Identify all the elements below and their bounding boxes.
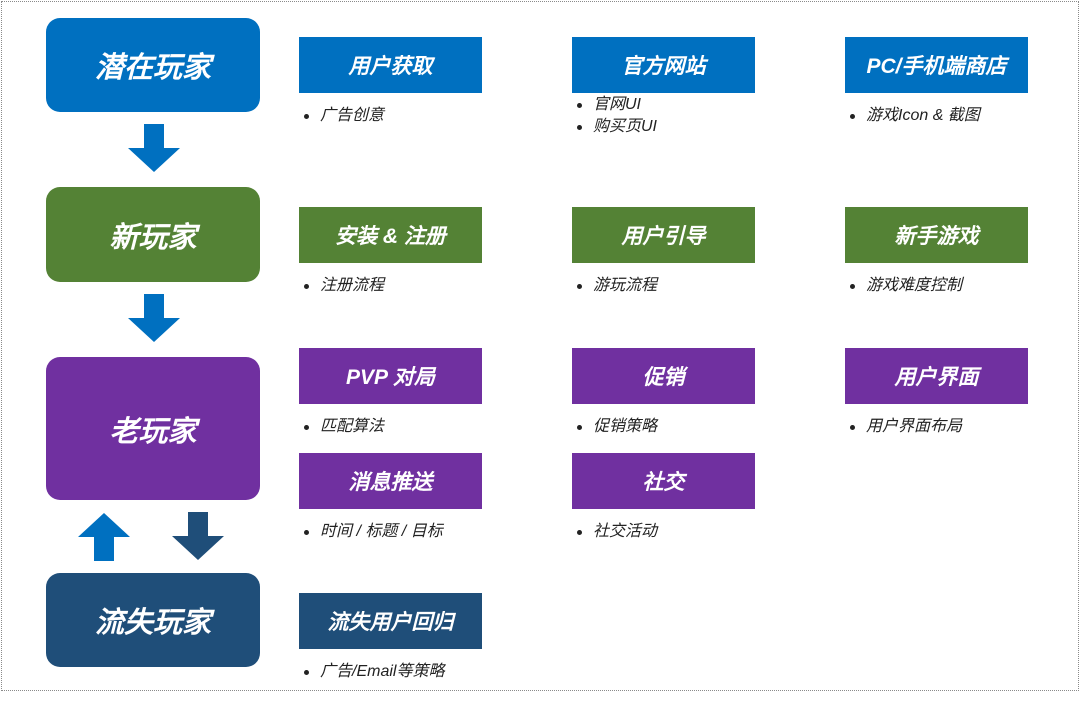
list-item: 匹配算法 <box>299 416 384 438</box>
list-user-interface: 用户界面布局 <box>845 416 962 438</box>
list-official-site: 官网UI 购买页UI <box>572 94 657 138</box>
header-tutorial-game: 新手游戏 <box>845 207 1028 263</box>
list-store: 游戏Icon & 截图 <box>845 105 980 127</box>
list-push: 时间 / 标题 / 目标 <box>299 521 443 543</box>
stage-potential-players: 潜在玩家 <box>46 18 260 112</box>
list-item: 社交活动 <box>572 521 657 543</box>
arrow-up-icon <box>78 513 130 561</box>
list-item: 游戏Icon & 截图 <box>845 105 980 127</box>
list-onboarding: 游玩流程 <box>572 275 657 297</box>
arrow-down-icon <box>128 294 180 342</box>
list-item: 时间 / 标题 / 目标 <box>299 521 443 543</box>
list-item: 游玩流程 <box>572 275 657 297</box>
header-push: 消息推送 <box>299 453 482 509</box>
header-install-register: 安装 & 注册 <box>299 207 482 263</box>
stage-veteran-players: 老玩家 <box>46 357 260 500</box>
list-item: 购买页UI <box>572 116 657 138</box>
list-promotion: 促销策略 <box>572 416 657 438</box>
arrow-down-icon <box>172 512 224 560</box>
list-item: 注册流程 <box>299 275 384 297</box>
list-item: 广告/Email等策略 <box>299 661 444 683</box>
header-user-interface: 用户界面 <box>845 348 1028 404</box>
list-item: 用户界面布局 <box>845 416 962 438</box>
list-item: 官网UI <box>572 94 657 116</box>
list-item: 促销策略 <box>572 416 657 438</box>
stage-new-players: 新玩家 <box>46 187 260 282</box>
stage-churned-players: 流失玩家 <box>46 573 260 667</box>
list-user-acquisition: 广告创意 <box>299 105 384 127</box>
header-social: 社交 <box>572 453 755 509</box>
list-tutorial-game: 游戏难度控制 <box>845 275 962 297</box>
arrow-down-icon <box>128 124 180 172</box>
diagram-frame <box>1 1 1079 691</box>
header-official-site: 官方网站 <box>572 37 755 93</box>
list-item: 游戏难度控制 <box>845 275 962 297</box>
list-item: 广告创意 <box>299 105 384 127</box>
header-user-acquisition: 用户获取 <box>299 37 482 93</box>
header-promotion: 促销 <box>572 348 755 404</box>
header-store: PC/手机端商店 <box>845 37 1028 93</box>
header-win-back: 流失用户回归 <box>299 593 482 649</box>
list-win-back: 广告/Email等策略 <box>299 661 444 683</box>
list-pvp: 匹配算法 <box>299 416 384 438</box>
list-social: 社交活动 <box>572 521 657 543</box>
header-onboarding: 用户引导 <box>572 207 755 263</box>
header-pvp: PVP 对局 <box>299 348 482 404</box>
list-install-register: 注册流程 <box>299 275 384 297</box>
